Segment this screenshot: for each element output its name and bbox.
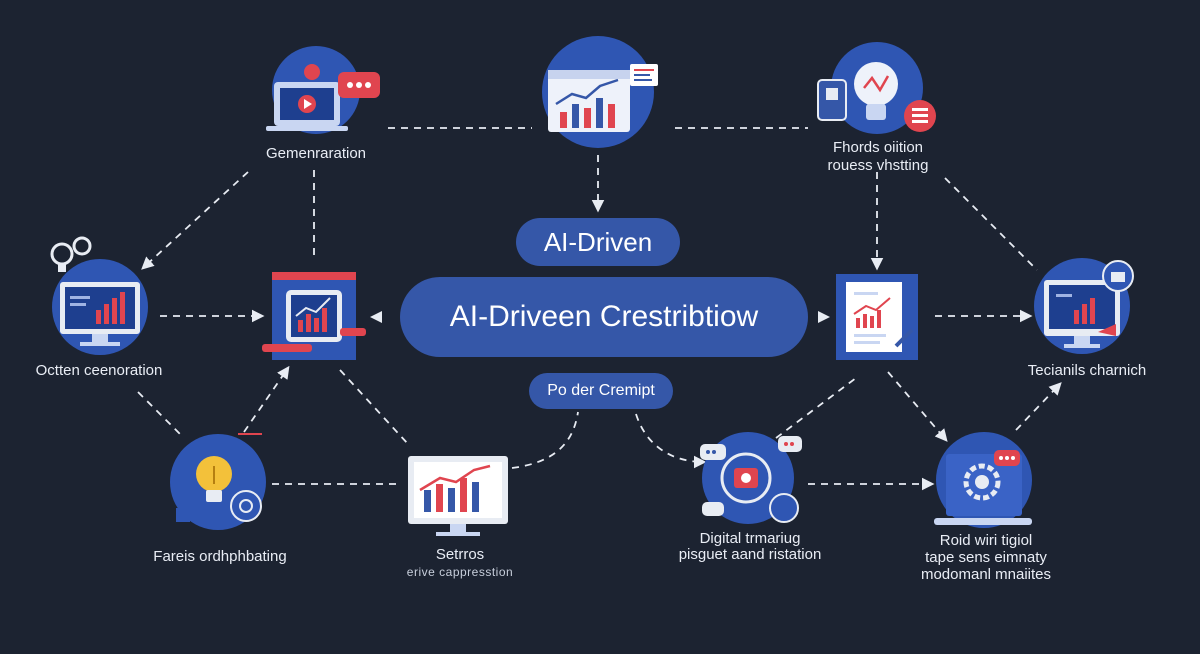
connector-topright-to-right [944,177,1038,271]
node-bottom-left [170,433,266,530]
connector-gen-to-left [141,171,249,270]
node-far-bottom-right [934,432,1032,528]
monitor-growth-icon [414,462,502,536]
lightbulb-idea-icon [817,62,936,132]
connector-centerleft-to-bottomcenter [339,369,409,445]
lightbulb-gear-icon [50,236,92,272]
connector-bottomleft-to-centerleft [243,365,290,433]
label-far-bottom-right-line1: Roid wiri tigiol [939,532,1033,549]
label-far-bottom-right-line3: modomanl mnaiites [920,566,1052,583]
node-generation [266,46,380,134]
camera-chat-icon [700,436,802,523]
monitor-chart-icon [60,282,140,346]
node-bottom-center [408,456,508,536]
node-bottom-right [700,432,802,524]
connector-centerright-to-farright [887,371,948,442]
label-top-right-line2: rouess vhstting [827,157,929,174]
video-chat-icon [266,64,380,131]
document-chart-icon [846,282,914,352]
connector-farright-to-right [1015,382,1062,431]
main-process-pill: AI-Driveen Crestribtiow [400,277,808,357]
label-bottom-right-line1: Digital trmariug [699,530,801,547]
node-top-center [542,36,658,148]
label-bottom-left: Fareis ordhphbating [153,548,287,565]
label-bottom-right-line2: pisguet aand ristation [678,546,822,563]
label-generation: Gemenraration [265,145,367,162]
connector-bottomright-to-centerright [775,377,857,439]
main-pill-left-arrow [370,311,382,323]
label-far-bottom-right-line2: tape sens eimnaty [925,549,1047,566]
ai-driven-title-pill: AI-Driven [516,218,680,266]
connector-subpill-to-bottomright [635,413,707,469]
tablet-chart-icon [262,272,366,352]
label-top-right-line1: Fhords oiition [832,139,924,156]
main-pill-right-arrow [818,311,830,323]
label-left: Octten ceenoration [35,362,163,379]
bar-chart-window-icon [548,64,658,132]
connectors [137,127,1062,491]
monitor-gear-icon [934,450,1032,525]
node-left [50,236,148,355]
label-right: Tecianils charnich [1027,362,1147,379]
monitor-security-icon [1044,260,1134,348]
node-right [1034,258,1134,354]
node-center-right [836,274,918,360]
sub-process-pill: Po der Cremipt [529,373,673,409]
node-top-right [817,42,936,134]
label-bottom-center-line1: Setrros [435,546,485,563]
connector-bottomcenter-to-subpill [511,411,579,469]
node-center-left [262,272,366,360]
label-bottom-center-line2: erive cappresstion [406,565,514,579]
connector-left-to-bottomleft [137,391,183,437]
lightbulb-idea-icon [176,433,262,522]
